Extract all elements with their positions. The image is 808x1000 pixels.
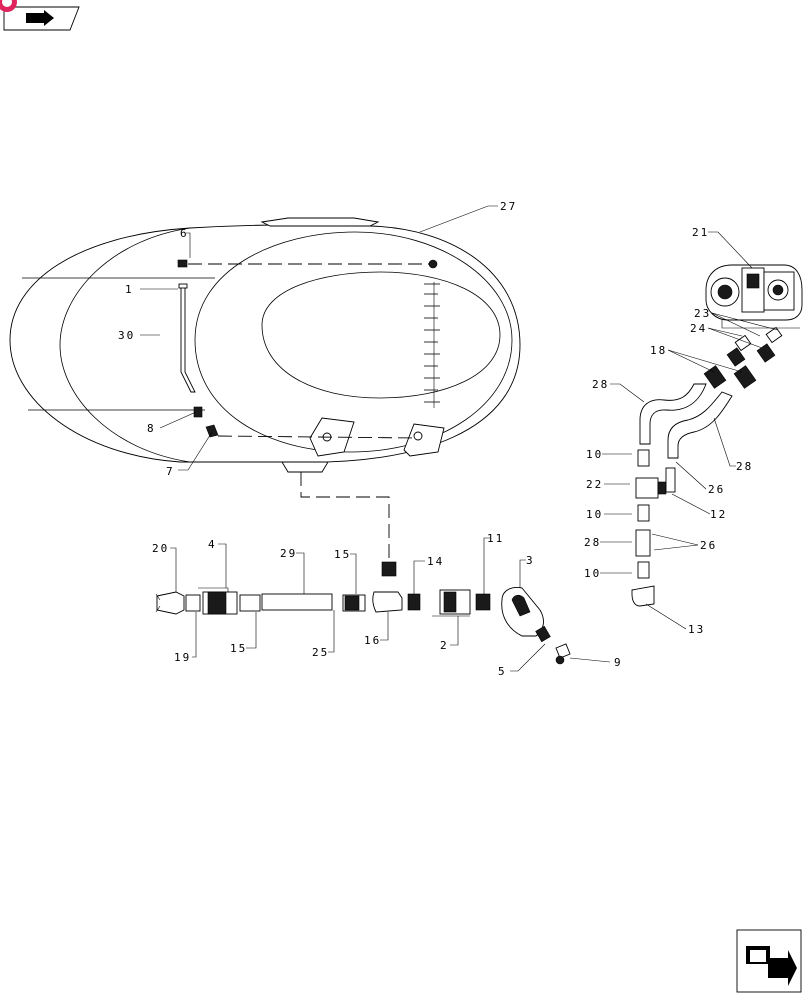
- callout-16: 16: [364, 634, 381, 647]
- hoses: [639, 383, 733, 459]
- suction-line: [155, 587, 571, 665]
- callout-5: 5: [498, 665, 507, 678]
- callout-24: 24: [690, 322, 707, 335]
- fitting-6: [177, 259, 188, 268]
- callout-15a: 15: [334, 548, 351, 561]
- callout-10a: 10: [586, 448, 603, 461]
- leader-lines: [140, 205, 779, 672]
- bottom-nav-button[interactable]: [736, 929, 802, 993]
- callout-15b: 15: [230, 642, 247, 655]
- callout-13: 13: [688, 623, 705, 636]
- callout-10c: 10: [584, 567, 601, 580]
- callout-26a: 26: [708, 483, 725, 496]
- top-nav-button[interactable]: [3, 6, 80, 31]
- callout-28c: 28: [584, 536, 601, 549]
- next-page-arrow-icon: [746, 946, 797, 986]
- callout-19: 19: [174, 651, 191, 664]
- callout-18: 18: [650, 344, 667, 357]
- fitting-7: [205, 424, 219, 438]
- callout-23: 23: [694, 307, 711, 320]
- callout-2: 2: [440, 639, 449, 652]
- fitting-dashed-end: [381, 561, 397, 577]
- callout-21: 21: [692, 226, 709, 239]
- callout-10b: 10: [586, 508, 603, 521]
- previous-page-arrow-icon: [26, 10, 54, 26]
- pump: [705, 264, 803, 329]
- pump-fittings: [703, 326, 783, 389]
- callout-1: 1: [125, 283, 134, 296]
- callout-20: 20: [152, 542, 169, 555]
- callout-11: 11: [487, 532, 504, 545]
- callout-29: 29: [280, 547, 297, 560]
- callout-25: 25: [312, 646, 329, 659]
- sight-tube: [178, 283, 196, 393]
- callout-28b: 28: [736, 460, 753, 473]
- callout-7: 7: [166, 465, 175, 478]
- red-corner-badge-icon: [0, 0, 17, 12]
- level-gauge: [424, 282, 440, 408]
- callout-8: 8: [147, 422, 156, 435]
- callout-22: 22: [586, 478, 603, 491]
- callout-28a: 28: [592, 378, 609, 391]
- callouts: 6 1 30 8 7 27 21 23 24 18 28 28 10 22 26…: [118, 200, 753, 678]
- callout-4: 4: [208, 538, 217, 551]
- right-column-fittings: [631, 449, 676, 607]
- callout-26b: 26: [700, 539, 717, 552]
- callout-3: 3: [526, 554, 535, 567]
- callout-6: 6: [180, 227, 189, 240]
- callout-12: 12: [710, 508, 727, 521]
- tank: [9, 217, 521, 473]
- callout-30: 30: [118, 329, 135, 342]
- fitting-8: [193, 406, 203, 418]
- callout-9: 9: [614, 656, 623, 669]
- callout-14: 14: [427, 555, 444, 568]
- callout-27: 27: [500, 200, 517, 213]
